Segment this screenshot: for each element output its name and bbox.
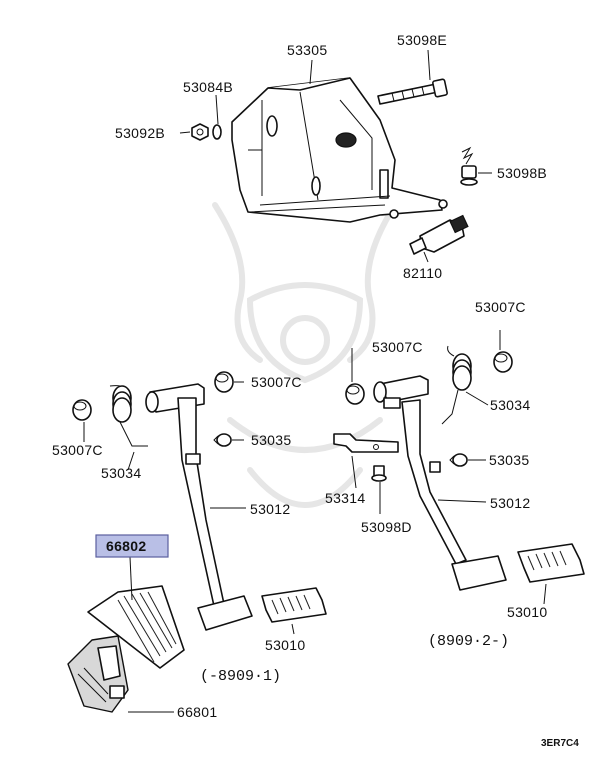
washer-53084B[interactable] — [212, 124, 222, 140]
pedal-plate-right[interactable] — [451, 555, 507, 591]
diagram-code: 3ER7C4 — [541, 738, 579, 749]
accelerator-66802[interactable] — [87, 585, 185, 669]
label-53314[interactable]: 53314 — [325, 490, 365, 506]
highlight-box — [96, 535, 168, 557]
spring-53034-left[interactable] — [109, 385, 148, 447]
pedal-pad-53010-right[interactable] — [517, 543, 585, 583]
label-53035-right[interactable]: 53035 — [489, 452, 529, 468]
spring-53034-right[interactable] — [441, 345, 472, 425]
stopper-53035-left[interactable] — [213, 433, 232, 447]
label-82110[interactable]: 82110 — [403, 265, 442, 281]
screw-53098D[interactable] — [371, 465, 387, 482]
label-53098B[interactable]: 53098B — [497, 165, 547, 181]
bushing-53007C-center[interactable] — [345, 383, 365, 405]
bracket-53314[interactable] — [333, 433, 399, 453]
label-53007C-center[interactable]: 53007C — [372, 339, 423, 355]
bushing-53007C-upper[interactable] — [214, 371, 234, 393]
label-53034-left[interactable]: 53034 — [101, 465, 141, 481]
label-53012-left[interactable]: 53012 — [250, 501, 290, 517]
watermark-emblem — [212, 202, 398, 508]
screw-53098B[interactable] — [460, 146, 478, 186]
pedal-pad-53010-left[interactable] — [261, 587, 327, 623]
switch-82110[interactable] — [409, 214, 469, 255]
part-labels: 53305 53098E 53084B 53092B 53098B 82110 … — [52, 32, 547, 720]
range-note-right: (8909·2-) — [428, 633, 509, 650]
pedal-plate-left[interactable] — [197, 595, 253, 631]
label-53010-right[interactable]: 53010 — [507, 604, 547, 620]
label-53084B[interactable]: 53084B — [183, 79, 233, 95]
label-53098D[interactable]: 53098D — [361, 519, 412, 535]
bolt-53098E[interactable] — [377, 78, 448, 105]
label-66801[interactable]: 66801 — [177, 704, 217, 720]
range-note-left: (-8909·1) — [200, 668, 281, 685]
bushing-53007C-left[interactable] — [72, 399, 92, 421]
label-53010-left[interactable]: 53010 — [265, 637, 305, 653]
label-53007C-upper[interactable]: 53007C — [251, 374, 302, 390]
pedal-bracket-53305[interactable] — [231, 77, 448, 223]
label-53034-right[interactable]: 53034 — [490, 397, 530, 413]
pedal-arm-53012-left[interactable] — [145, 383, 225, 607]
accelerator-bracket-66801[interactable] — [67, 635, 134, 713]
leader-lines — [83, 49, 547, 713]
label-53098E[interactable]: 53098E — [397, 32, 447, 48]
bushing-53007C-right-top[interactable] — [493, 351, 513, 373]
label-66802[interactable]: 66802 — [106, 538, 146, 554]
highlight-border — [95, 534, 169, 558]
label-53035-left[interactable]: 53035 — [251, 432, 291, 448]
label-53007C-left[interactable]: 53007C — [52, 442, 103, 458]
label-53007C-right-top[interactable]: 53007C — [475, 299, 526, 315]
stopper-53035-right[interactable] — [449, 453, 468, 467]
label-66802-highlight[interactable]: 66802 — [95, 534, 169, 558]
pedal-arm-53012-right[interactable] — [373, 375, 467, 565]
label-53092B[interactable]: 53092B — [115, 125, 165, 141]
nut-53092B[interactable] — [191, 123, 209, 141]
label-53012-right[interactable]: 53012 — [490, 495, 530, 511]
label-53305[interactable]: 53305 — [287, 42, 327, 58]
